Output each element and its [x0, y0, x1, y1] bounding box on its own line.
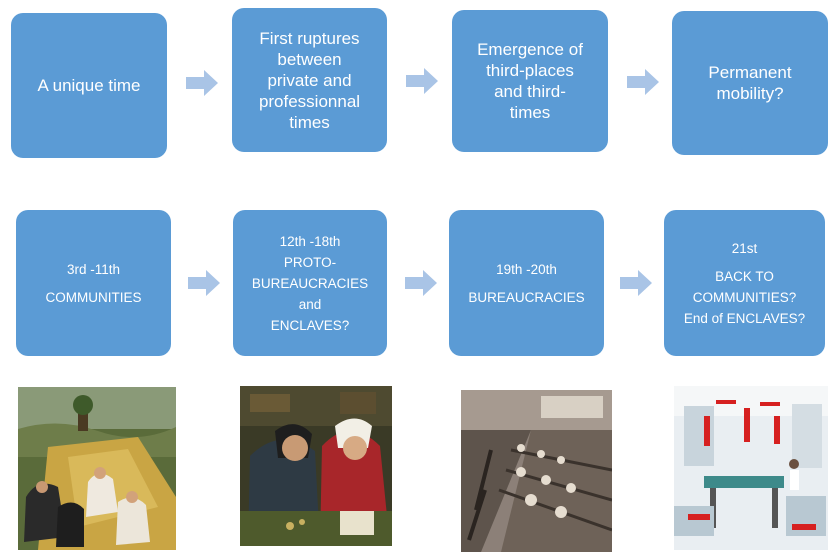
arrow-right-icon [627, 69, 659, 95]
stage-label: times [289, 112, 330, 132]
era-label: End of ENCLAVES? [683, 310, 806, 326]
stage-label: between [277, 49, 342, 69]
era-label: and [298, 296, 322, 312]
stage-label: professionnal [258, 91, 361, 111]
stage-label: private and [267, 70, 352, 90]
era-label: BACK TO [715, 268, 774, 284]
era-box-communities: 3rd -11th COMMUNITIES [16, 210, 171, 356]
era-label: BUREAUCRACIES [468, 289, 585, 305]
arrow-right-icon [405, 270, 437, 296]
era-label: PROTO- [283, 254, 337, 270]
arrow-right-icon [186, 70, 218, 96]
era-label: ENCLAVES? [270, 317, 350, 333]
era-label: 12th -18th [279, 233, 341, 249]
stage-label: mobility? [716, 84, 784, 103]
era-label: 19th -20th [496, 261, 557, 277]
stage-label: times [509, 103, 551, 122]
arrow-right-icon [620, 270, 652, 296]
stage-box-permanent-mobility: Permanent mobility? [672, 11, 828, 155]
stage-box-third-places: Emergence of third-places and third- tim… [452, 10, 608, 152]
era-box-back-to-communities: 21st BACK TO COMMUNITIES? End of ENCLAVE… [664, 210, 825, 356]
stage-label: First ruptures [259, 28, 360, 48]
era-label: BUREAUCRACIES [251, 275, 369, 291]
era-label: 3rd -11th [66, 261, 121, 277]
era-label: COMMUNITIES? [692, 289, 797, 305]
era-label: 21st [731, 240, 758, 256]
era-box-proto-bureaucracies: 12th -18th PROTO- BUREAUCRACIES and ENCL… [233, 210, 387, 356]
medieval-painting-reapers-image [18, 387, 176, 550]
stage-label: Emergence of [477, 40, 583, 59]
historical-factory-photo-image [461, 390, 612, 552]
stage-label: and third- [494, 82, 566, 101]
era-box-bureaucracies: 19th -20th BUREAUCRACIES [449, 210, 604, 356]
stage-label: Permanent [708, 63, 792, 82]
stage-box-first-ruptures: First ruptures between private and profe… [232, 8, 387, 152]
moneychanger-painting-image [240, 386, 392, 546]
stage-label: A unique time [37, 76, 141, 95]
arrow-right-icon [406, 68, 438, 94]
stage-label: third-places [486, 61, 574, 80]
era-label: COMMUNITIES [45, 289, 142, 305]
stage-box-unique-time: A unique time [11, 13, 167, 158]
arrow-right-icon [188, 270, 220, 296]
modern-office-photo-image [674, 386, 828, 550]
